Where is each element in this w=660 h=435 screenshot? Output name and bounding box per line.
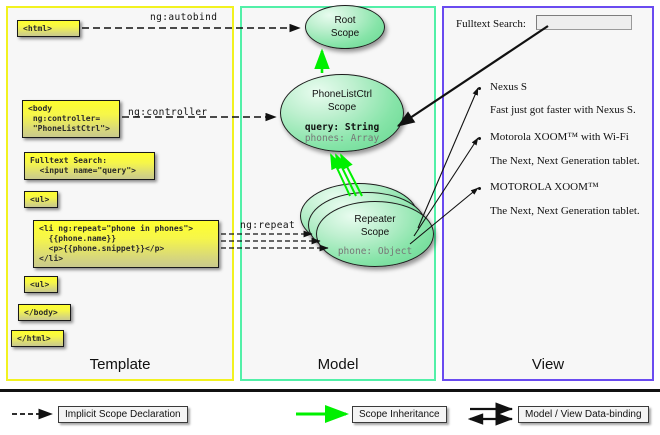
view-bullet — [478, 137, 481, 140]
view-item-name-2: MOTOROLA XOOM™ — [490, 181, 599, 193]
panel-label-model: Model — [317, 356, 359, 373]
scope-phonelistctrl-line1: PhoneListCtrl — [311, 89, 373, 100]
view-item-name-1: Motorola XOOM™ with Wi-Fi — [490, 131, 629, 143]
code-box-html-close: </html> — [11, 330, 64, 347]
view-search-input[interactable] — [536, 15, 632, 30]
scope-phonelistctrl: PhoneListCtrl Scope query: String phones… — [280, 74, 404, 152]
code-box-html-open: <html> — [17, 20, 80, 37]
annotation-ng-controller: ng:controller — [128, 107, 208, 118]
panel-label-view: View — [531, 356, 565, 373]
legend-label-implicit-scope-declaration: Implicit Scope Declaration — [58, 406, 188, 423]
view-search-label: Fulltext Search: — [456, 18, 526, 30]
code-box-fulltext-search: Fulltext Search: <input name="query"> — [24, 152, 155, 180]
annotation-ng-repeat: ng:repeat — [240, 220, 296, 231]
view-item-snippet-0: Fast just got faster with Nexus S. — [490, 104, 636, 116]
legend-label-model-view-data-binding: Model / View Data-binding — [518, 406, 649, 423]
scope-phonelistctrl-line2: Scope — [327, 102, 357, 113]
scope-root: Root Scope — [305, 5, 385, 49]
legend-divider — [0, 389, 660, 392]
view-item-snippet-2: The Next, Next Generation tablet. — [490, 205, 640, 217]
panel-label-template: Template — [89, 356, 151, 373]
code-box-li-repeat: <li ng:repeat="phone in phones"> {{phone… — [33, 220, 219, 268]
view-item-snippet-1: The Next, Next Generation tablet. — [490, 155, 640, 167]
code-box-body-controller: <body ng:controller= "PhoneListCtrl"> — [22, 100, 120, 138]
scope-repeater: Repeater Scope phone: Object — [316, 201, 434, 267]
scope-root-line2: Scope — [330, 28, 360, 39]
scope-phonelistctrl-prop-query: query: String — [304, 122, 380, 133]
code-box-body-close: </body> — [18, 304, 71, 321]
scope-repeater-line2: Scope — [360, 227, 390, 238]
scope-repeater-line1: Repeater — [354, 214, 396, 225]
view-bullet — [478, 187, 481, 190]
code-box-ul-close: <ul> — [24, 276, 58, 293]
scope-phonelistctrl-prop-phones: phones: Array — [304, 133, 380, 144]
scope-root-line1: Root — [334, 15, 356, 26]
annotation-ng-autobind: ng:autobind — [150, 12, 218, 23]
code-box-ul-open: <ul> — [24, 191, 58, 208]
panel-view: View — [442, 6, 654, 381]
scope-repeater-prop-phone: phone: Object — [337, 246, 413, 257]
view-item-name-0: Nexus S — [490, 81, 527, 93]
view-bullet — [478, 87, 481, 90]
legend-label-scope-inheritance: Scope Inheritance — [352, 406, 447, 423]
